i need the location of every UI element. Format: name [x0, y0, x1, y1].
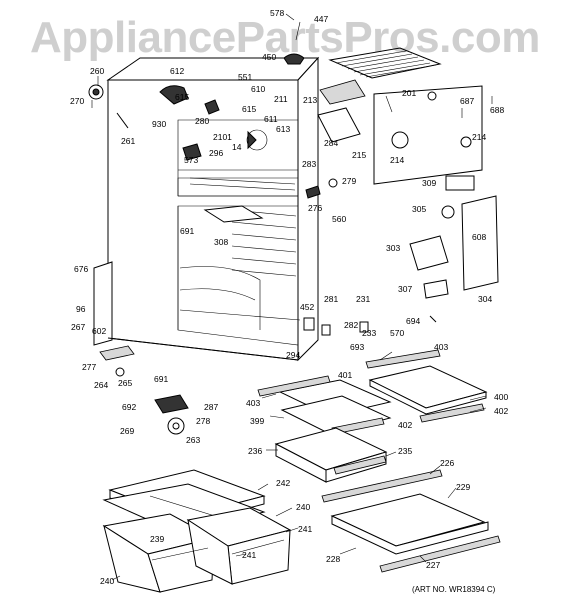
- part-label: 233: [362, 328, 376, 338]
- part-label: 14: [232, 142, 242, 152]
- part-label: 236: [248, 446, 262, 456]
- part-label: 240: [296, 502, 310, 512]
- part-label: 240: [100, 576, 114, 586]
- crisper-assembly: [102, 469, 501, 593]
- cabinet: [93, 56, 320, 362]
- part-label: 211: [274, 94, 288, 104]
- part-label: 612: [170, 66, 184, 76]
- part-label: 214: [390, 155, 404, 165]
- part-label: 276: [308, 203, 322, 213]
- part-label: 687: [460, 96, 474, 106]
- part-label: 241: [298, 524, 312, 534]
- part-label: 304: [478, 294, 492, 304]
- part-label: 228: [326, 554, 340, 564]
- part-label: 691: [180, 226, 194, 236]
- part-label: 296: [209, 148, 223, 158]
- art-number: (ART NO. WR18394 C): [412, 585, 496, 594]
- part-label: 613: [276, 124, 290, 134]
- part-label: 284: [324, 138, 338, 148]
- part-label: 403: [246, 398, 260, 408]
- part-label: 260: [90, 66, 104, 76]
- part-label: 282: [344, 320, 358, 330]
- part-label: 277: [82, 362, 96, 372]
- part-label: 227: [426, 560, 440, 570]
- part-label: 235: [398, 446, 412, 456]
- part-label: 399: [250, 416, 264, 426]
- part-label: 215: [352, 150, 366, 160]
- part-label: 688: [490, 105, 504, 115]
- part-label: 610: [251, 84, 265, 94]
- part-label: 241: [242, 550, 256, 560]
- part-label: 281: [324, 294, 338, 304]
- part-label: 570: [390, 328, 404, 338]
- part-label: 578: [270, 8, 284, 18]
- part-label: 265: [118, 378, 132, 388]
- part-label: 261: [121, 136, 135, 146]
- part-label: 280: [195, 116, 209, 126]
- part-label: 694: [406, 316, 420, 326]
- part-label: 402: [494, 406, 508, 416]
- small-parts: [88, 53, 499, 435]
- part-label: 602: [92, 326, 106, 336]
- part-label: 303: [386, 243, 400, 253]
- rear-panel: [373, 85, 483, 191]
- part-label: 401: [338, 370, 352, 380]
- part-label: 693: [350, 342, 364, 352]
- part-label: 608: [472, 232, 486, 242]
- part-label: 264: [94, 380, 108, 390]
- part-label: 231: [356, 294, 370, 304]
- part-label: 308: [214, 237, 228, 247]
- part-label: 214: [472, 132, 486, 142]
- part-label: 551: [238, 72, 252, 82]
- part-label: 269: [120, 426, 134, 436]
- part-label: 2101: [213, 132, 232, 142]
- part-label: 226: [440, 458, 454, 468]
- part-label: 263: [186, 435, 200, 445]
- part-label: 447: [314, 14, 328, 24]
- part-label: 279: [342, 176, 356, 186]
- part-label: 229: [456, 482, 470, 492]
- part-labels: 578 447 450 260 612 551 270 615 610 211 …: [70, 8, 508, 586]
- part-label: 307: [398, 284, 412, 294]
- part-label: 270: [70, 96, 84, 106]
- part-label: 305: [412, 204, 426, 214]
- part-label: 400: [494, 392, 508, 402]
- part-label: 615: [175, 92, 189, 102]
- part-label: 294: [286, 350, 300, 360]
- part-label: 201: [402, 88, 416, 98]
- part-label: 573: [184, 155, 198, 165]
- part-label: 692: [122, 402, 136, 412]
- top-wire-shelf: [328, 47, 442, 79]
- part-label: 242: [276, 478, 290, 488]
- part-label: 403: [434, 342, 448, 352]
- part-label: 452: [300, 302, 314, 312]
- glass-shelves: [257, 349, 488, 483]
- leader-lines: [91, 13, 493, 581]
- part-label: 283: [302, 159, 316, 169]
- part-label: 239: [150, 534, 164, 544]
- watermark-text: AppliancePartsPros.com: [30, 13, 540, 62]
- part-label: 267: [71, 322, 85, 332]
- part-label: 309: [422, 178, 436, 188]
- part-label: 691: [154, 374, 168, 384]
- part-label: 615: [242, 104, 256, 114]
- part-label: 213: [303, 95, 317, 105]
- part-label: 450: [262, 52, 276, 62]
- part-label: 96: [76, 304, 86, 314]
- part-label: 278: [196, 416, 210, 426]
- part-label: 560: [332, 214, 346, 224]
- part-label: 676: [74, 264, 88, 274]
- part-label: 611: [264, 114, 278, 124]
- part-label: 402: [398, 420, 412, 430]
- part-label: 930: [152, 119, 166, 129]
- part-label: 287: [204, 402, 218, 412]
